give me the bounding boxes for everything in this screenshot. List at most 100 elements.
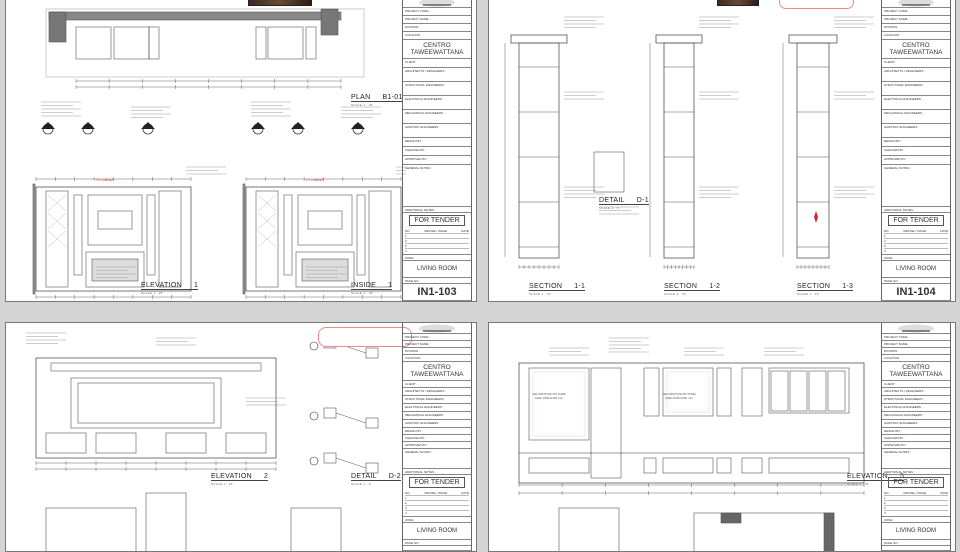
title-block-field: DIVISION : [403,24,471,32]
view-scale: SCALE 1 : 25 [847,482,869,486]
glass-door [257,194,277,212]
title-block-field: CLIENT : [882,59,950,68]
plan-drawing [693,512,835,551]
plan-cabinet [75,26,112,60]
revision-row: 2 [405,238,469,243]
title-block: PROJECT CODE :PROJECT NAME :DIVISION :LO… [881,0,951,301]
plan-drawing [290,507,342,551]
plan-cabinet [267,26,304,60]
view-title-text: DETAIL [351,473,377,480]
revision-row: 4 [405,510,469,515]
window-pane [808,370,827,412]
revision-column-header: REVISE / ISSUE [424,229,448,233]
revision-row: 2 [405,500,469,505]
title-block-field: PROJECT CODE : [403,334,471,341]
shelf-unit [45,190,69,288]
view-scale: SCALE 1 : 5 [599,206,619,210]
revision-row: 3 [405,243,469,248]
title-block-field: LOCATION : [403,355,471,362]
title-block-field: ARCHITECTS / DESIGNERS : [403,388,471,396]
title-block-field: ELECTRICAL ENGINEERS : [882,96,950,110]
title-block-field: MECHANICAL ENGINEERS : [882,412,950,420]
detail-drawing [593,151,625,193]
section-arrow-icon [81,122,95,129]
additional-notes-field: ADDITIONAL NOTES : [403,469,471,476]
title-block-field: APPROVED BY : [882,156,950,165]
title-block-field: GENERAL NOTES : [403,449,471,470]
cornice [788,34,838,44]
view-number: 1 [193,282,199,289]
logo-icon [898,0,934,6]
title-block-field: STRUCTURAL ENGINEERS : [882,82,950,96]
wainscot-panel [165,432,207,454]
title-block-field: DESIGN BY : [882,138,950,147]
wainscot-panel [45,432,87,454]
status-stamp: FOR TENDER [409,215,465,226]
revision-column-header: REVISE / ISSUE [424,491,448,496]
shelf-unit [368,190,392,288]
revision-row: 4 [884,510,948,515]
view-scale: SCALE 1 : 25 [351,103,373,107]
view-number: 5 [899,473,905,480]
zone-value: LIVING ROOM [882,261,950,278]
view-title-text: SECTION [529,283,563,290]
detail-marker-icon [309,341,319,351]
title-block-field: CHECKED BY : [882,147,950,156]
title-block-field: MECHANICAL ENGINEERS : [882,110,950,124]
decorative-picture-tag: DECORATIVE PICTURE SIZE 1000x1400 mm [532,392,566,400]
drawing-sheet-elevation-5: DECORATIVE PICTURE SIZE 1000x1400 mm DEC… [488,322,956,552]
wainscot-panel [741,457,763,474]
revision-column-header: NO. [884,491,890,496]
title-block-field: DIVISION : [882,348,950,355]
glass-door [47,212,67,230]
view-scale: SCALE 1 : 25 [211,482,233,486]
title-block-field: STRUCTURAL ENGINEERS : [882,396,950,404]
revision-column-header: DATE [940,229,948,233]
title-block-field: SANITARY ENGINEERS : [403,124,471,138]
cabinet-section [518,42,560,259]
title-block: PROJECT CODE :PROJECT NAME :DIVISION :LO… [402,0,472,301]
revision-column-header: NO. [405,229,411,233]
wall-hatch [32,183,36,295]
molding-line [335,412,367,424]
view-title-text: ELEVATION [847,473,888,480]
vertical-panel [741,367,763,417]
page-number: IN1-103 [403,284,471,301]
revision-row: 3 [405,505,469,510]
elevation-drawing [32,8,406,299]
tv-cabinet-tag: TV CABINET [306,178,324,182]
plan-cabinet [305,26,317,60]
revision-row: 2 [884,500,948,505]
plan-drawing [45,507,137,551]
company-logo [403,323,471,334]
view-number: 1 [388,282,393,289]
title-block-field: LOCATION : [403,32,471,40]
company-logo [882,0,950,8]
zone-label: ZONE : [403,255,471,261]
title-block-field: PROJECT CODE : [882,8,950,16]
wall-section [823,512,835,551]
title-block-field: LOCATION : [882,32,950,40]
revision-header: NO. REVISE / ISSUE DATE [405,229,469,233]
revision-column-header: DATE [940,491,948,496]
revision-column-header: DATE [461,229,469,233]
revision-row: 4 [884,248,948,253]
project-name-value: CENTRO TAWEEWATTANA [403,362,471,381]
cabinet-section [663,42,695,259]
wall-hatch [242,183,246,295]
title-block-field: GENERAL NOTES : [403,165,471,207]
view-title-text: INSIDE [351,282,377,289]
fireplace-panel [295,251,355,288]
tv-cabinet-tag: TV CABINET [96,178,114,182]
title-block-field: STRUCTURAL ENGINEERS : [403,396,471,404]
title-block-field: PROJECT NAME : [882,341,950,348]
title-block-field: CHECKED BY : [403,147,471,156]
title-block-field: CLIENT : [403,59,471,68]
title-block-field: STRUCTURAL ENGINEERS : [403,82,471,96]
